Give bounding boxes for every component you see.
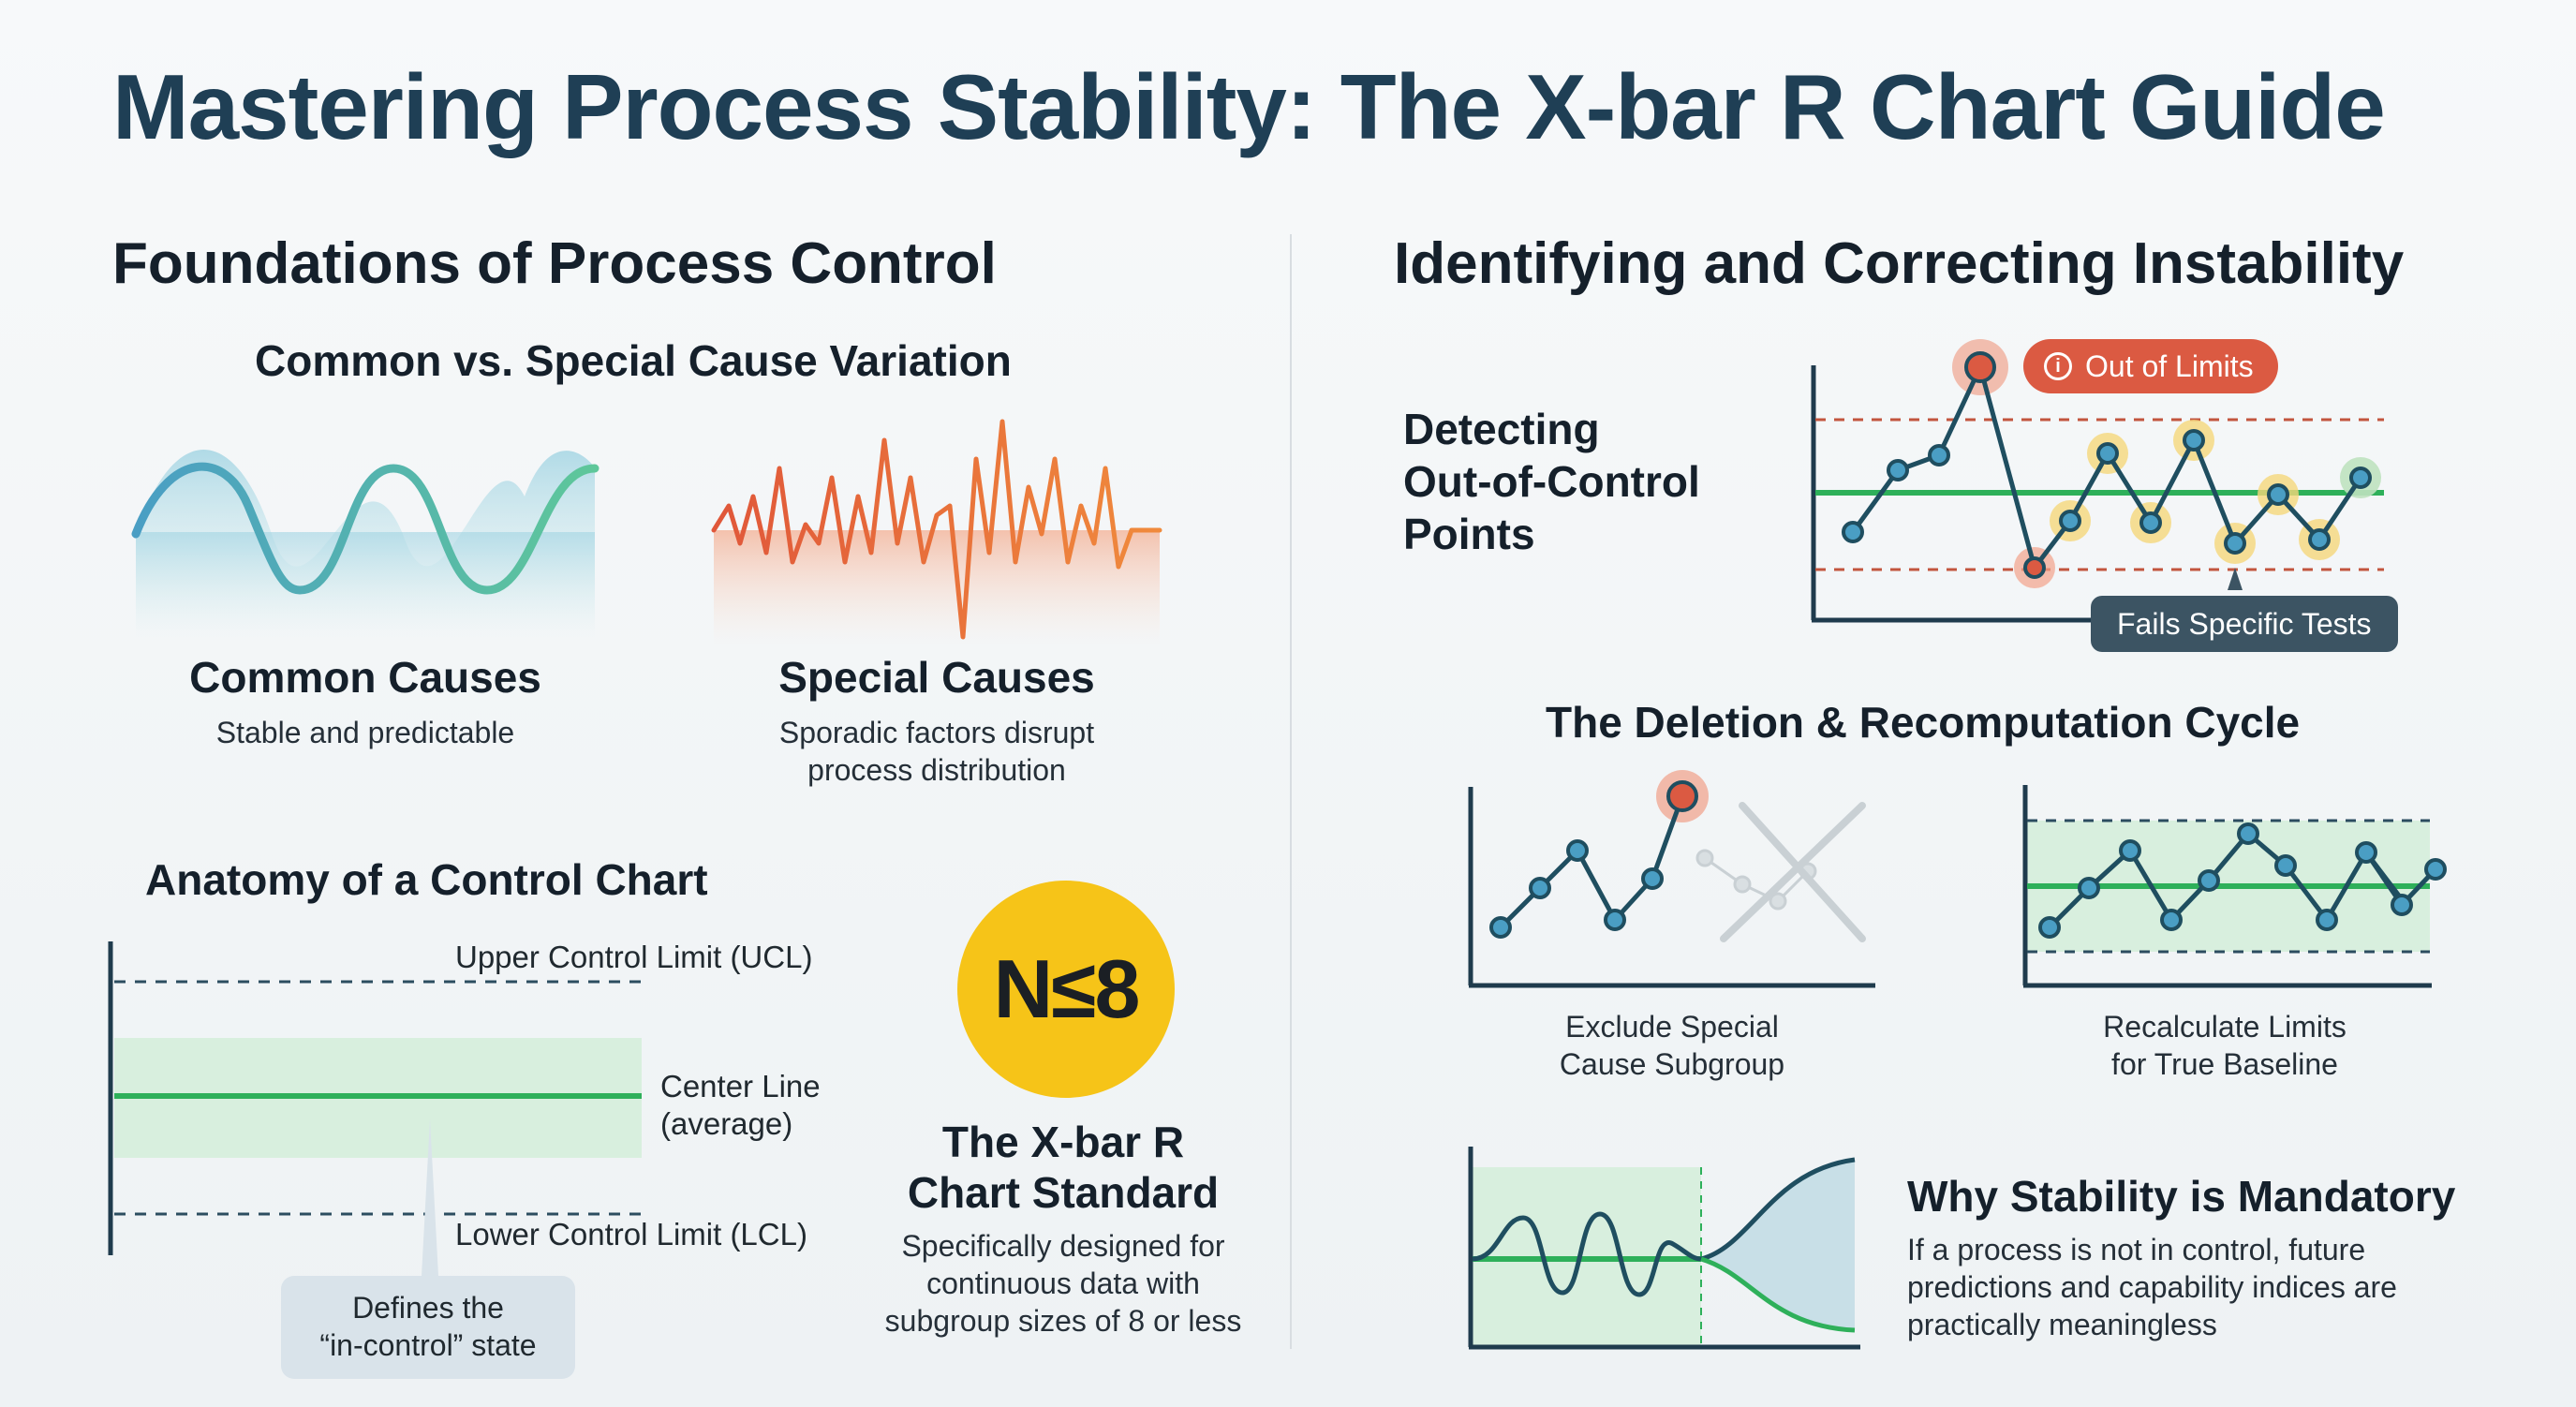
special-causes-desc-line1: Sporadic factors disrupt: [778, 716, 1095, 749]
callout-pointer: [422, 1119, 438, 1276]
recalc-point: [2274, 854, 2297, 877]
common-cause-wave-graphic: [131, 450, 600, 637]
exclude-caption-line1: Exclude Special: [1565, 1010, 1779, 1044]
out-of-limits-tag: i Out of Limits: [2023, 339, 2278, 393]
recalc-point: [2160, 909, 2183, 931]
in-control-callout: Defines the “in-control” state: [281, 1276, 575, 1379]
standard-desc-line2: continuous data with: [926, 1266, 1200, 1300]
exclude-point: [1604, 909, 1626, 931]
recalc-point: [2198, 869, 2220, 892]
recalc-caption-line1: Recalculate Limits: [2103, 1010, 2347, 1044]
exclude-x-mark: [1720, 802, 1866, 942]
standard-desc-line1: Specifically designed for: [901, 1229, 1225, 1263]
why-desc-line1: If a process is not in control, future: [1907, 1233, 2366, 1266]
callout-line1: Defines the: [352, 1291, 504, 1325]
detect-point: [2349, 467, 2372, 489]
exclude-point: [1529, 877, 1551, 899]
recalc-point: [2078, 877, 2100, 899]
standard-desc-line3: subgroup sizes of 8 or less: [884, 1304, 1242, 1338]
exclude-point: [1489, 916, 1512, 939]
exclude-point-special: [1666, 780, 1698, 812]
ucl-label: Upper Control Limit (UCL): [455, 940, 813, 974]
detect-point: [2308, 528, 2331, 551]
common-causes-desc: Stable and predictable: [215, 716, 515, 749]
column-divider: [1290, 234, 1292, 1349]
why-desc-line3: practically meaningless: [1907, 1308, 2217, 1341]
stability-comparison-graphic: [1468, 1147, 1860, 1350]
subgroup-size-badge: N≤8: [957, 881, 1175, 1098]
page-title: Mastering Process Stability: The X-bar R…: [112, 55, 2386, 158]
control-chart-anatomy-graphic: [108, 941, 642, 1276]
section-heading-foundations: Foundations of Process Control: [112, 231, 997, 296]
why-title: Why Stability is Mandatory: [1907, 1172, 2456, 1221]
detecting-title-line1: Detecting: [1403, 405, 1600, 453]
recalc-point: [2237, 822, 2259, 845]
variation-subheading: Common vs. Special Cause Variation: [255, 336, 1012, 385]
recalc-point: [2391, 894, 2413, 916]
fails-tests-tag: Fails Specific Tests: [2091, 596, 2398, 652]
stable-wave: [1472, 1211, 1702, 1297]
special-cause-jagged-line: [711, 419, 1162, 640]
recalc-point: [2119, 839, 2141, 862]
standard-title-line2: Chart Standard: [907, 1168, 1220, 1217]
unstable-funnel: [1701, 1160, 1855, 1330]
detect-point: [1928, 444, 1950, 467]
exclude-point: [1566, 839, 1589, 862]
anatomy-heading: Anatomy of a Control Chart: [145, 855, 708, 904]
cycle-heading: The Deletion & Recomputation Cycle: [1546, 698, 2301, 747]
detecting-title-line2: Out-of-Control: [1403, 457, 1700, 506]
common-cause-wave-line: [131, 462, 600, 595]
diverging-lower-line: [1700, 1256, 1856, 1333]
special-causes-desc-line2: process distribution: [807, 753, 1066, 787]
recalc-point: [2316, 909, 2338, 931]
diverging-upper-line: [1700, 1157, 1856, 1262]
detect-point: [2059, 510, 2081, 532]
special-causes-title: Special Causes: [778, 653, 1095, 702]
why-desc-line2: predictions and capability indices are: [1907, 1270, 2397, 1304]
section-heading-instability: Identifying and Correcting Instability: [1394, 231, 2405, 296]
callout-line2: “in-control” state: [319, 1328, 537, 1362]
center-line-label-line1: Center Line: [660, 1069, 821, 1103]
detect-point: [2096, 442, 2119, 465]
out-of-limits-label: Out of Limits: [2085, 348, 2254, 383]
exclude-subgroup-chart-graphic: [1468, 770, 1875, 988]
recalc-point: [2038, 916, 2061, 939]
detect-point: [2139, 511, 2162, 534]
info-circle-icon: i: [2044, 352, 2072, 380]
exclude-series-line: [1499, 795, 1685, 929]
recalc-point: [2424, 858, 2447, 881]
common-causes-title: Common Causes: [189, 653, 541, 702]
exclude-point: [1641, 867, 1664, 890]
standard-title-line1: The X-bar R: [941, 1118, 1185, 1166]
recalc-point: [2355, 841, 2377, 864]
fails-tests-label: Fails Specific Tests: [2117, 606, 2372, 641]
detect-point: [1842, 521, 1864, 543]
detect-point: [2183, 429, 2205, 452]
center-line-label-line2: (average): [660, 1106, 793, 1141]
special-cause-jagged-graphic: [711, 419, 1162, 646]
recalc-caption-line2: for True Baseline: [2111, 1047, 2338, 1081]
recalculate-limits-chart-graphic: [2022, 785, 2447, 988]
detect-point-low: [2023, 556, 2046, 579]
exclude-caption-line2: Cause Subgroup: [1559, 1047, 1785, 1081]
detect-point: [2267, 483, 2289, 506]
lcl-label: Lower Control Limit (LCL): [455, 1217, 807, 1251]
detect-point: [2224, 532, 2246, 555]
detecting-title-line3: Points: [1403, 510, 1535, 558]
detect-point-out-of-limits: [1964, 351, 1996, 383]
detect-point: [1887, 459, 1909, 481]
